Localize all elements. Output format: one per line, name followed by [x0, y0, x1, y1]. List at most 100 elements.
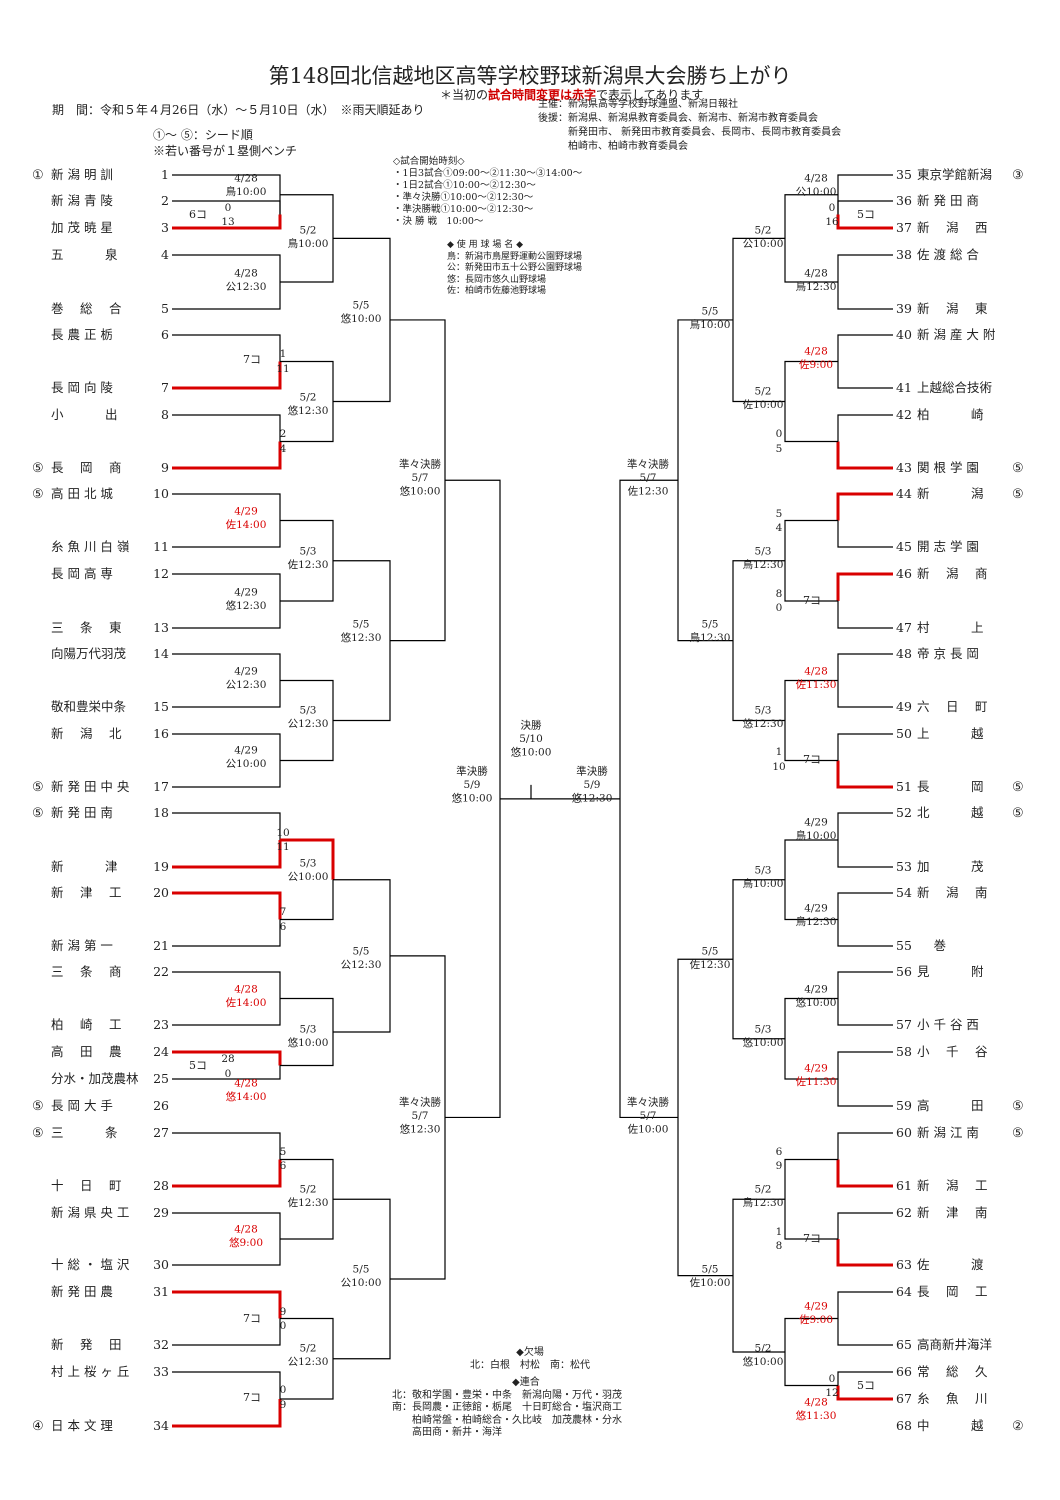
bracket-line	[837, 334, 893, 389]
team-number: 14	[153, 646, 169, 661]
game-info: 佐9:00	[799, 358, 833, 371]
team-number: 43	[896, 460, 912, 475]
team-number: 39	[896, 301, 912, 316]
game-info: 悠10:00	[511, 746, 552, 759]
game-info: 4/29	[234, 505, 258, 517]
winner-line	[836, 1159, 893, 1188]
team-number: 24	[153, 1044, 169, 1059]
game-info: 決勝	[521, 719, 542, 732]
bracket-line	[732, 879, 785, 1040]
game-info: 公12:30	[226, 679, 267, 691]
legend-line: ①～ ⑤：シード順	[153, 128, 253, 142]
score: 0	[776, 428, 783, 440]
game-info: 4/29	[804, 1062, 828, 1074]
absent-line: ◆欠場	[516, 1347, 544, 1358]
bracket-line	[172, 1212, 281, 1266]
game-info: 鳥12:30	[690, 631, 731, 644]
team-number: 62	[896, 1205, 912, 1220]
team-name: 帝 京 長 岡	[917, 646, 979, 661]
winner-line	[172, 1290, 282, 1319]
game-info: 5/2	[755, 1183, 772, 1195]
team-name: 六 日 町	[917, 699, 987, 714]
organizer-line: 新発田市、 新発田市教育委員会、長岡市、長岡市教育委員会	[538, 127, 842, 138]
seed-mark: ⑤	[1012, 487, 1024, 502]
game-info: 5/9	[464, 779, 481, 791]
team-number: 15	[153, 699, 169, 714]
seed-mark: ⑤	[32, 461, 44, 476]
combined-line: 柏崎常盤・柏崎総合・久比岐 加茂農林・分水	[392, 1414, 622, 1426]
team-name: 新 潟 江 南	[917, 1125, 979, 1140]
called-game-mark: 7コ	[803, 753, 821, 766]
winner-line	[836, 214, 893, 230]
team-number: 49	[896, 699, 912, 714]
game-info: 悠14:00	[226, 1090, 267, 1103]
bracket-line	[837, 1132, 893, 1160]
game-info: 5/7	[412, 472, 429, 484]
team-name: 長 岡 大 手	[51, 1098, 113, 1113]
game-info: 5/3	[300, 857, 317, 869]
score: 9	[280, 1399, 287, 1411]
seed-mark: ⑤	[32, 806, 44, 821]
game-info: 準々決勝	[399, 458, 441, 471]
game-info: 悠10:00	[341, 312, 382, 325]
bracket-line	[837, 1212, 893, 1239]
absent-line: 北：白根 村松 南：松代	[470, 1360, 590, 1371]
game-info: 鳥10:00	[690, 318, 731, 331]
team-name: 見 附	[917, 964, 984, 979]
game-info: 5/2	[300, 224, 317, 236]
game-info: 4/28	[234, 983, 258, 995]
note-pre: ＊当初の	[440, 88, 489, 102]
game-info: 悠10:00	[288, 1036, 329, 1049]
team-name: 新 潟 商	[917, 566, 987, 581]
team-name: 北 越	[917, 805, 984, 820]
game-info: 5/5	[353, 1263, 370, 1275]
team-number: 19	[153, 859, 169, 874]
team-number: 44	[896, 486, 912, 501]
called-game-mark: 5コ	[857, 208, 875, 221]
seed-mark: ⑤	[32, 487, 44, 502]
team-name: 長 岡 向 陵	[51, 380, 113, 395]
team-name: 向陽万代羽茂	[51, 646, 127, 661]
bracket-line	[172, 1065, 281, 1080]
score: 1	[280, 348, 287, 360]
game-info: 4/29	[234, 586, 258, 598]
team-name: 新 津 南	[917, 1205, 987, 1220]
game-info: 4/28	[804, 267, 828, 279]
called-game-mark: 7コ	[243, 1391, 261, 1404]
bracket-line	[172, 1371, 281, 1399]
team-number: 42	[896, 407, 912, 422]
team-name: 新 津 工	[51, 885, 121, 900]
game-info: 5/5	[353, 945, 370, 957]
team-number: 21	[153, 938, 169, 953]
combined-line: 高田商・新井・海洋	[392, 1427, 502, 1438]
team-name: 長 岡	[917, 779, 983, 794]
score: 0	[776, 602, 783, 614]
team-number: 55	[896, 938, 912, 953]
winner-line	[172, 840, 282, 869]
venue-line: 公：新発田市五十公野公園野球場	[447, 263, 583, 273]
team-number: 6	[161, 327, 169, 342]
team-name: 敬和豊栄中条	[51, 699, 127, 714]
score: 6	[280, 1160, 287, 1172]
organizer-line: 後援：新潟県、新潟県教育委員会、新潟市、新潟市教育委員会	[538, 113, 818, 124]
game-info: 5/3	[300, 704, 317, 716]
game-info: 4/28	[234, 1077, 258, 1089]
game-info: 佐11:30	[796, 1075, 837, 1088]
team-number: 38	[896, 247, 912, 262]
score: 0	[829, 1373, 836, 1385]
game-info: 4/29	[804, 983, 828, 995]
bracket-line	[837, 653, 893, 708]
game-info: 悠10:00	[743, 1355, 784, 1368]
winner-line	[172, 1159, 282, 1188]
team-number: 7	[161, 380, 169, 395]
score: 2	[280, 428, 287, 440]
team-name: 三 条 東	[51, 620, 122, 635]
team-number: 61	[896, 1178, 912, 1193]
start-times: ◇試合開始時刻◇ ・1日3試合①09:00～②11:30～③14:00～ ・1日…	[393, 156, 582, 228]
absent-teams: ◆欠場 北：白根 村松 南：松代	[470, 1346, 590, 1372]
start-time-line: ・準々決勝①10:00～②12:30～	[393, 192, 534, 203]
team-name: 加 茂 暁 星	[51, 220, 113, 235]
team-name: 柏 崎 工	[51, 1017, 121, 1032]
bracket-line	[172, 174, 281, 215]
game-info: 佐10:00	[628, 1123, 669, 1136]
